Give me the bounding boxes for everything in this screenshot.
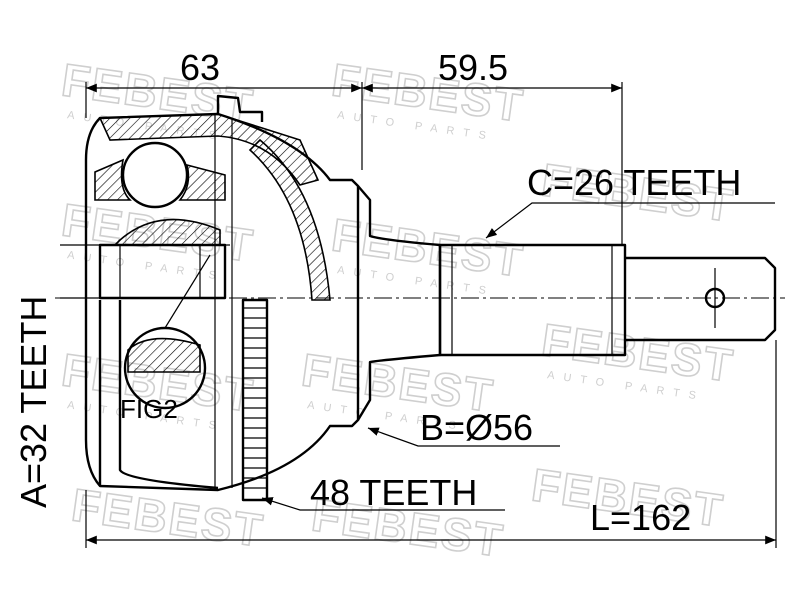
outer-housing xyxy=(84,94,360,492)
total-length-label: L=162 xyxy=(590,497,691,538)
abs-tone-ring xyxy=(241,298,269,502)
dim-59-5-label: 59.5 xyxy=(438,47,508,88)
spline-a-label: A=32 TEETH xyxy=(13,296,54,508)
fig2-label: FIG2 xyxy=(120,394,178,424)
outer-shaft xyxy=(356,185,777,421)
watermark-logo: FEBEST xyxy=(69,478,268,556)
dim-63-label: 63 xyxy=(180,47,220,88)
dimension-lines xyxy=(60,82,777,548)
abs-teeth-label: 48 TEETH xyxy=(310,472,477,513)
diameter-b-label: B=Ø56 xyxy=(420,407,533,448)
spline-c-label: C=26 TEETH xyxy=(527,162,741,203)
